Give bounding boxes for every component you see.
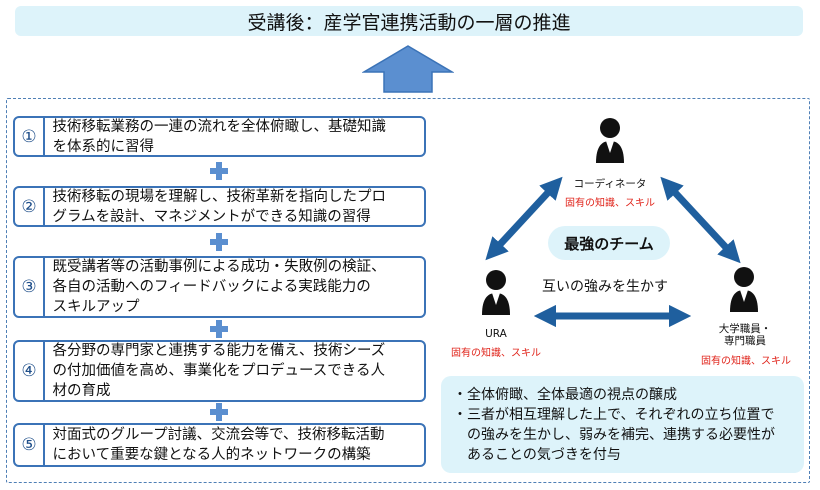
step-line: の付加価値を高め、事業化をプロデュースできる人 xyxy=(52,363,385,379)
ura-skill-label: 固有の知識、スキル xyxy=(451,348,541,359)
divider xyxy=(43,188,45,225)
step-3-box: ③ 既受講者等の活動事例による成功・失敗例の検証、 各自の活動へのフィードバック… xyxy=(13,256,426,318)
effect-line: 全体俯瞰、全体最適の視点の醸成 xyxy=(467,387,677,403)
divider xyxy=(43,118,45,155)
divider xyxy=(43,342,45,400)
arrow-coordinator-ura xyxy=(485,176,563,261)
step-line: グラムを設計、マネジメントができる知識の習得 xyxy=(52,208,371,225)
program-frame xyxy=(6,98,810,483)
step-line: 各分野の専門家と連携する能力を備え、技術シーズ xyxy=(52,343,386,359)
bullet: ・ xyxy=(453,407,467,423)
step-line: スキルアップ xyxy=(52,299,140,315)
divider xyxy=(43,258,45,316)
step-line: 技術移転の現場を理解し、技術革新を指向したプロ xyxy=(52,188,387,205)
step-line: 各自の活動へのフィードバックによる実践能力の xyxy=(52,279,371,295)
effect-item: ・ 全体俯瞰、全体最適の視点の醸成 xyxy=(453,385,794,405)
coordinator-label: コーディネータ xyxy=(573,178,647,190)
step-line: 材の育成 xyxy=(52,383,111,399)
person-icon xyxy=(596,118,624,163)
step-number: ④ xyxy=(21,361,37,381)
outcome-banner: 受講後：産学官連携活動の一層の推進 xyxy=(15,6,803,36)
step-line: 技術移転業務の一連の流れを全体俯瞰し、基礎知識 xyxy=(52,118,387,135)
step-number: ③ xyxy=(21,277,37,297)
step-text: 既受講者等の活動事例による成功・失敗例の検証、 各自の活動へのフィードバックによ… xyxy=(53,257,386,317)
step-text: 対面式のグループ討議、交流会等で、技術移転活動 において重要な鍵となる人的ネット… xyxy=(53,425,385,465)
staff-label-line: 専門職員 xyxy=(724,335,766,347)
mutual-strength-label: 互いの強みを生かす xyxy=(542,279,668,295)
staff-label-line: 大学職員・ xyxy=(718,323,772,335)
step-1-box: ① 技術移転業務の一連の流れを全体俯瞰し、基礎知識 を体系的に習得 xyxy=(13,116,426,157)
step-5-box: ⑤ 対面式のグループ討議、交流会等で、技術移転活動 において重要な鍵となる人的ネ… xyxy=(13,423,426,467)
step-text: 各分野の専門家と連携する能力を備え、技術シーズ の付加価値を高め、事業化をプロデ… xyxy=(53,341,386,401)
arrow-coordinator-staff xyxy=(660,176,741,264)
staff-label: 大学職員・ 専門職員 xyxy=(700,323,790,347)
divider xyxy=(43,425,45,465)
step-4-box: ④ 各分野の専門家と連携する能力を備え、技術シーズ の付加価値を高め、事業化をプ… xyxy=(13,340,426,402)
plus-icon xyxy=(210,162,228,180)
effects-box: ・ 全体俯瞰、全体最適の視点の醸成 ・ 三者が相互理解した上で、それぞれの立ち位… xyxy=(441,376,804,473)
step-number: ② xyxy=(21,196,37,217)
person-icon xyxy=(730,267,758,312)
step-2-box: ② 技術移転の現場を理解し、技術革新を指向したプロ グラムを設計、マネジメントが… xyxy=(13,186,426,227)
coordinator-skill-label: 固有の知識、スキル xyxy=(565,198,655,209)
bullet: ・ xyxy=(453,387,467,403)
step-number: ⑤ xyxy=(21,435,37,455)
step-line: 既受講者等の活動事例による成功・失敗例の検証、 xyxy=(52,259,386,275)
effect-line: 三者が相互理解した上で、それぞれの立ち位置で xyxy=(467,407,775,423)
effect-line: あることの気づきを付与 xyxy=(467,447,621,463)
outcome-title: 受講後：産学官連携活動の一層の推進 xyxy=(247,11,571,34)
plus-icon xyxy=(210,233,228,251)
step-number: ① xyxy=(21,126,37,147)
up-arrow-icon xyxy=(362,45,454,93)
effect-line: の強みを生かし、弱みを補完、連携する必要性が xyxy=(467,427,775,443)
person-icon xyxy=(482,270,510,315)
ura-label: URA xyxy=(485,328,507,340)
team-label-text: 最強のチーム xyxy=(564,234,654,253)
step-line: 対面式のグループ討議、交流会等で、技術移転活動 xyxy=(52,427,385,443)
plus-icon xyxy=(210,403,228,421)
team-label: 最強のチーム xyxy=(548,226,670,260)
step-text: 技術移転の現場を理解し、技術革新を指向したプロ グラムを設計、マネジメントができ… xyxy=(53,187,387,227)
step-line: を体系的に習得 xyxy=(52,138,155,155)
staff-skill-label: 固有の知識、スキル xyxy=(701,356,791,367)
step-text: 技術移転業務の一連の流れを全体俯瞰し、基礎知識 を体系的に習得 xyxy=(53,117,387,157)
plus-icon xyxy=(210,320,228,338)
effect-item: ・ 三者が相互理解した上で、それぞれの立ち位置で の強みを生かし、弱みを補完、連… xyxy=(453,405,794,465)
step-line: において重要な鍵となる人的ネットワークの構築 xyxy=(52,447,371,463)
